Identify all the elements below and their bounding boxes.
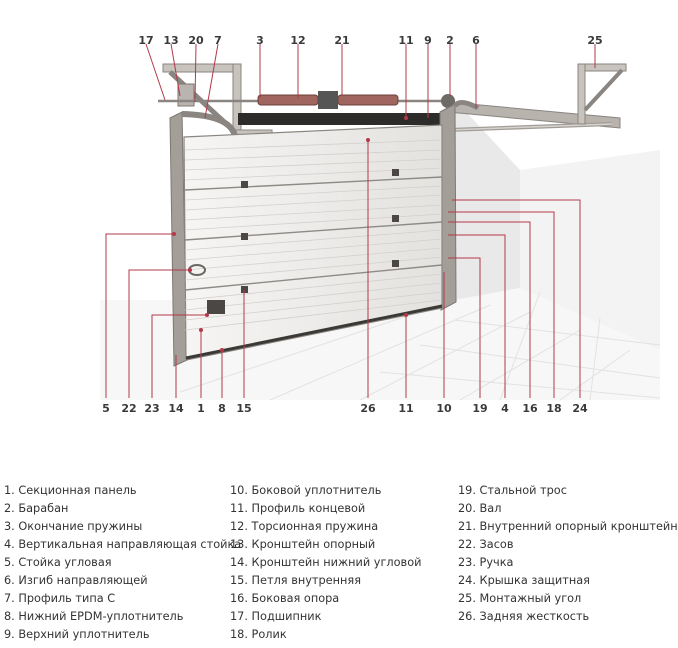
callout: 5 — [102, 402, 110, 415]
leader-lines — [105, 43, 596, 398]
callout: 4 — [501, 402, 509, 415]
callout: 11 — [398, 34, 413, 47]
legend-item: 21. Внутренний опорный кронштейн — [458, 520, 678, 533]
callout: 1 — [197, 402, 205, 415]
legend-item: 19. Стальной трос — [458, 484, 567, 497]
legend-item: 10. Боковой уплотнитель — [230, 484, 382, 497]
callout: 25 — [587, 34, 602, 47]
callout: 8 — [218, 402, 226, 415]
legend-item: 25. Монтажный угол — [458, 592, 582, 605]
legend-item: 13. Кронштейн опорный — [230, 538, 376, 551]
callout: 23 — [144, 402, 159, 415]
callout: 14 — [168, 402, 184, 415]
callout: 2 — [446, 34, 454, 47]
legend-item: 3. Окончание пружины — [4, 520, 143, 533]
legend-item: 16. Боковая опора — [230, 592, 340, 605]
legend-item: 4. Вертикальная направляющая стойка — [4, 538, 242, 551]
callout: 6 — [472, 34, 480, 47]
legend-item: 11. Профиль концевой — [230, 502, 366, 515]
legend-item: 1. Секционная панель — [4, 484, 137, 497]
torsion-assembly — [158, 91, 455, 109]
legend-item: 9. Верхний уплотнитель — [4, 628, 150, 641]
door-panel — [183, 124, 443, 361]
legend-item: 18. Ролик — [230, 628, 287, 641]
callout: 20 — [188, 34, 204, 47]
legend-item: 2. Барабан — [4, 502, 69, 515]
legend-item: 7. Профиль типа С — [4, 592, 116, 605]
legend-item: 8. Нижний EPDM-уплотнитель — [4, 610, 184, 623]
callout: 11 — [398, 402, 413, 415]
legend-item: 12. Торсионная пружина — [230, 520, 379, 533]
callout: 10 — [436, 402, 452, 415]
callout: 16 — [522, 402, 538, 415]
legend-item: 20. Вал — [458, 502, 502, 515]
callout: 26 — [360, 402, 376, 415]
legend-item: 14. Кронштейн нижний угловой — [230, 556, 422, 569]
callout: 9 — [424, 34, 432, 47]
legend-column-3: 19. Стальной трос 20. Вал 21. Внутренний… — [458, 482, 678, 626]
callout: 13 — [163, 34, 178, 47]
legend-item: 5. Стойка угловая — [4, 556, 112, 569]
callout: 12 — [290, 34, 305, 47]
diagram-stage: 17 13 20 7 3 12 21 11 9 2 6 25 5 22 23 1… — [4, 34, 678, 644]
leader-dots — [172, 116, 408, 352]
legend-item: 26. Задняя жесткость — [458, 610, 590, 623]
callout: 17 — [138, 34, 153, 47]
legend-item: 23. Ручка — [458, 556, 514, 569]
callout: 21 — [334, 34, 349, 47]
callouts-bottom: 5 22 23 14 1 8 15 26 11 10 19 4 16 18 24 — [102, 402, 588, 415]
callout: 22 — [121, 402, 136, 415]
floor-tiles — [179, 291, 661, 401]
legend-item: 24. Крышка защитная — [458, 574, 590, 587]
callout: 7 — [214, 34, 222, 47]
legend-item: 15. Петля внутренняя — [230, 574, 361, 587]
callouts-top: 17 13 20 7 3 12 21 11 9 2 6 25 — [138, 34, 602, 47]
legend-column-1: 1. Секционная панель 2. Барабан 3. Оконч… — [4, 482, 241, 644]
legend-item: 17. Подшипник — [230, 610, 322, 623]
legend-item: 6. Изгиб направляющей — [4, 574, 148, 587]
legend-column-2: 10. Боковой уплотнитель 11. Профиль конц… — [230, 482, 421, 644]
top-profile — [238, 113, 444, 125]
callout: 24 — [572, 402, 588, 415]
callout: 19 — [472, 402, 487, 415]
callout: 18 — [546, 402, 561, 415]
callout: 3 — [256, 34, 264, 47]
bracket-right — [577, 63, 627, 125]
callout: 15 — [236, 402, 251, 415]
legend-item: 22. Засов — [458, 538, 514, 551]
garage-door-diagram: 17 13 20 7 3 12 21 11 9 2 6 25 5 22 23 1… — [102, 34, 661, 415]
